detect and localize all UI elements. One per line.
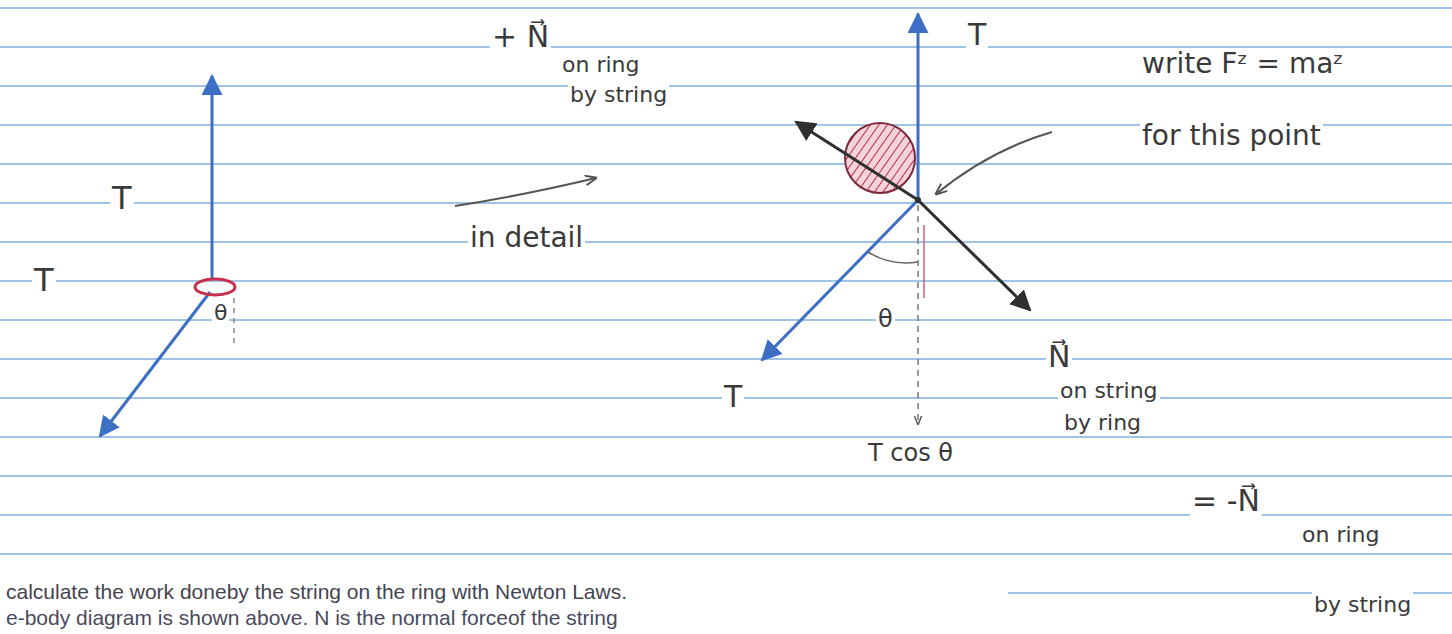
force-subscript: by ring bbox=[1062, 410, 1143, 435]
force-label: N⃗ bbox=[1046, 340, 1072, 375]
force-subscript: by string bbox=[1312, 592, 1413, 617]
tension-label: T bbox=[722, 380, 744, 415]
note-text: write Fᶻ = maᶻ bbox=[1140, 48, 1346, 80]
angle-label: θ bbox=[212, 300, 229, 325]
force-subscript: by string bbox=[568, 82, 669, 107]
angle-label: θ bbox=[876, 306, 895, 334]
note-text: for this point bbox=[1140, 120, 1323, 152]
force-label: + N⃗ bbox=[490, 20, 551, 55]
ring-figure-detail bbox=[762, 14, 1030, 424]
force-subscript: on string bbox=[1058, 378, 1160, 403]
force-subscript: on ring bbox=[560, 52, 641, 77]
note-text: in detail bbox=[468, 222, 585, 254]
body-text: e-body diagram is shown above. N is the … bbox=[4, 606, 620, 630]
text-panel bbox=[0, 574, 1008, 634]
pointer-arrow bbox=[455, 178, 596, 206]
component-label: T cos θ bbox=[866, 440, 955, 468]
force-subscript: on ring bbox=[1300, 522, 1381, 547]
tension-label: T bbox=[966, 18, 988, 53]
force-label: = -N⃗ bbox=[1190, 484, 1262, 519]
body-text: calculate the work doneby the string on … bbox=[4, 580, 629, 604]
tension-label: T bbox=[110, 180, 134, 217]
paper-ruling bbox=[0, 8, 1452, 593]
pointer-arrow bbox=[936, 132, 1052, 194]
ring-figure-small bbox=[100, 76, 235, 436]
tension-label: T bbox=[32, 262, 56, 299]
